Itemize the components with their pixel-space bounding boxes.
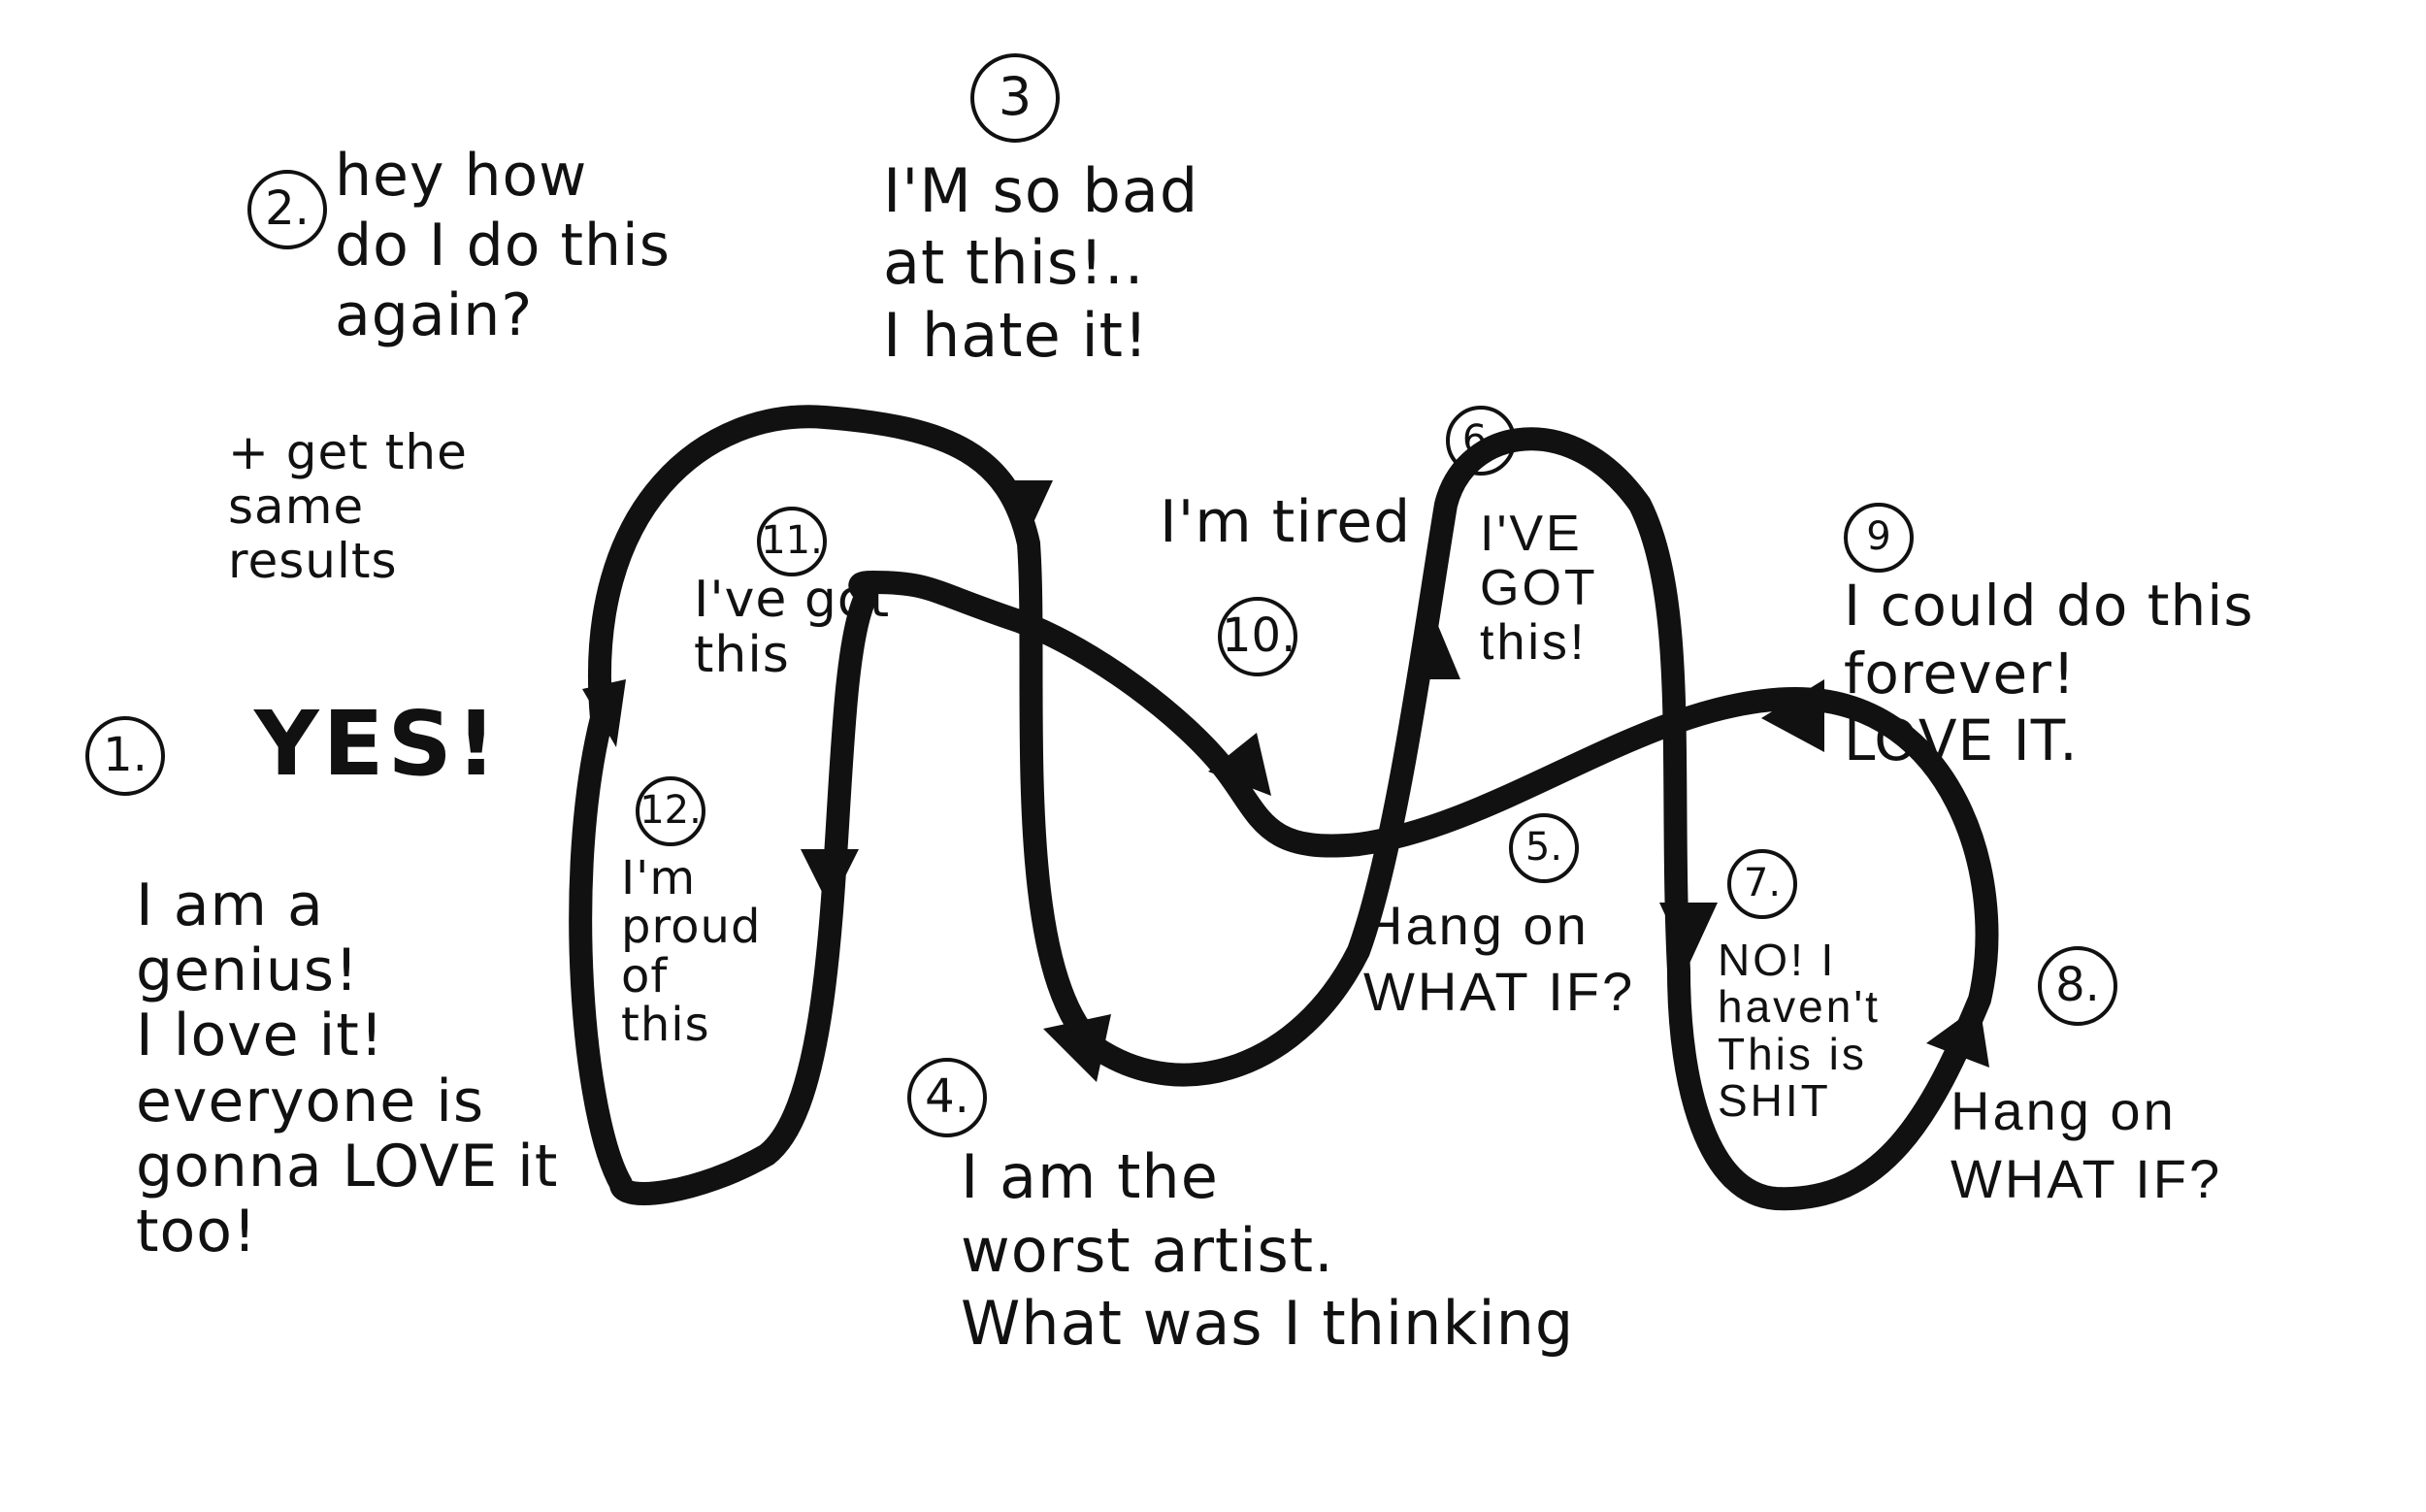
arrow-head bbox=[995, 480, 1053, 543]
step-number-7: 7. bbox=[1727, 849, 1797, 919]
arrow-head bbox=[1208, 733, 1271, 796]
step-number-6: 6. bbox=[1446, 406, 1516, 476]
arrow-head bbox=[1043, 1014, 1111, 1082]
step-number-3: 3 bbox=[970, 53, 1060, 143]
step-number-4: 4. bbox=[907, 1058, 987, 1137]
step-label-6: I'VE GOT this! bbox=[1480, 506, 1598, 672]
arrow-head bbox=[1659, 903, 1718, 966]
step-label-4: I am the worst artist. What was I thinki… bbox=[961, 1141, 1575, 1360]
genius-caption: I am a genius! I love it! everyone is go… bbox=[136, 871, 559, 1265]
step-number-12: 12. bbox=[636, 776, 705, 846]
step-label-10: I'm tired bbox=[1160, 488, 1412, 556]
arrow-head bbox=[1926, 1004, 1989, 1068]
arrow-head bbox=[801, 849, 859, 907]
step-label-7: NO! I haven't This is SHIT bbox=[1718, 935, 1881, 1126]
process-loop-path bbox=[569, 405, 1999, 1211]
step-number-5: 5. bbox=[1509, 813, 1579, 883]
step-number-2: 2. bbox=[247, 170, 327, 249]
step-label-12: I'm proud of this bbox=[621, 851, 762, 1053]
step-label-9: I could do this forever! LOVE IT. bbox=[1844, 573, 2254, 774]
same-results-caption: + get the same results bbox=[228, 424, 468, 589]
step-number-11: 11. bbox=[757, 507, 827, 576]
step-number-9: 9 bbox=[1844, 503, 1914, 573]
arrow-head bbox=[582, 679, 626, 747]
step-number-1: 1. bbox=[85, 716, 165, 796]
step-label-1: YES! bbox=[254, 692, 501, 796]
step-number-10: 10. bbox=[1218, 597, 1297, 676]
step-label-5: Hang on WHAT IF? bbox=[1363, 895, 1636, 1023]
step-number-8: 8. bbox=[2038, 946, 2117, 1026]
step-label-8: Hang on WHAT IF? bbox=[1951, 1080, 2223, 1209]
arrow-head bbox=[1761, 679, 1824, 752]
step-label-2: hey how do I do this again? bbox=[335, 142, 671, 349]
step-label-3: I'M so bad at this!.. I hate it! bbox=[883, 155, 1199, 371]
arrow-head bbox=[1412, 621, 1460, 679]
step-label-11: I've got this bbox=[694, 571, 891, 685]
